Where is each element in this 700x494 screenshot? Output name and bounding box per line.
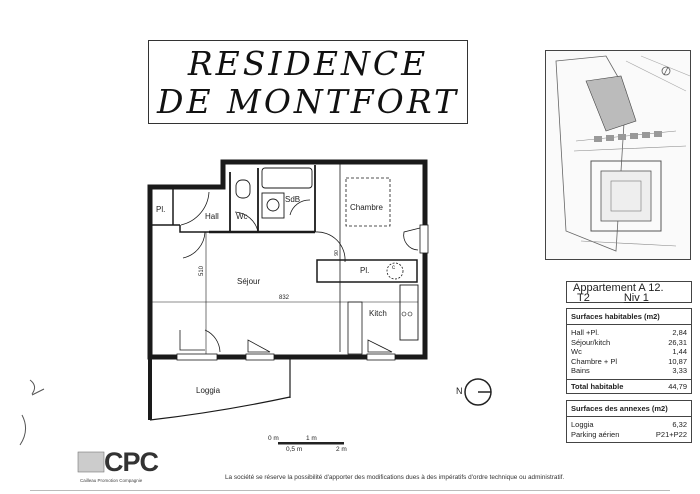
row-label: Bains — [571, 366, 590, 375]
table-row: Chambre + Pl 10,87 — [567, 357, 691, 367]
dimension-width: 832 — [279, 295, 290, 301]
apartment-level: Niv 1 — [623, 292, 649, 304]
room-label-sejour: Séjour — [237, 277, 261, 286]
row-value: 3,33 — [672, 366, 687, 375]
scale-bar — [278, 442, 344, 445]
handwritten-mark — [19, 379, 45, 446]
title-box: RESIDENCE DE MONTFORT — [148, 40, 468, 124]
title-line-1: RESIDENCE — [187, 44, 429, 83]
loggia-edge — [149, 396, 291, 421]
row-label: Parking aérien — [571, 429, 620, 439]
row-value: 1,44 — [672, 347, 687, 356]
dimension-height: 510 — [199, 265, 206, 277]
table-row: Loggia 6,32 — [567, 420, 691, 430]
disclaimer: La société se réserve la possibilité d'a… — [225, 474, 565, 481]
total-row: Total habitable 44,79 — [567, 378, 691, 393]
row-value: 10,87 — [668, 356, 687, 366]
table-row: Wc 1,44 — [567, 347, 691, 357]
surfaces-annexes-table: Surfaces des annexes (m2) Loggia 6,32 Par… — [566, 400, 692, 443]
logo-icon — [77, 451, 105, 473]
row-value: 2,84 — [672, 328, 687, 337]
logo-text: CPC — [104, 447, 159, 477]
scale-0: 0 m — [268, 435, 279, 442]
row-label: Loggia — [571, 420, 594, 429]
table-header: Surfaces des annexes (m2) — [567, 401, 691, 417]
row-label: Séjour/kitch — [571, 337, 611, 347]
table-row: Hall +Pl. 2,84 — [567, 328, 691, 338]
site-map — [545, 50, 691, 260]
table-row: Séjour/kitch 26,31 — [567, 338, 691, 348]
room-label-hall: Hall — [205, 212, 219, 221]
row-label: Wc — [571, 347, 582, 356]
row-value: 26,31 — [668, 337, 687, 347]
divider — [30, 490, 670, 491]
scale-half: 0,5 m — [286, 446, 303, 453]
apartment-name: Appartement A 12. — [573, 282, 664, 294]
room-label-c: c — [392, 265, 395, 271]
north-label: N — [456, 386, 463, 396]
room-label-kitch: Kitch — [369, 309, 387, 318]
room-label-pl: Pl. — [156, 205, 166, 214]
apartment-type: T2 — [577, 292, 590, 304]
table-row: Bains 3,33 — [567, 366, 691, 376]
total-value: 44,79 — [668, 381, 687, 391]
apartment-box: Appartement A 12. T2 Niv 1 — [566, 281, 692, 304]
logo-subtitle: Cailleau Promotion Compagnie — [80, 478, 143, 483]
row-label: Chambre + Pl — [571, 356, 618, 366]
room-label-wc: Wc — [236, 212, 248, 221]
room-label-loggia: Loggia — [196, 386, 221, 395]
total-label: Total habitable — [571, 381, 624, 391]
dimension-door: 90 — [333, 250, 340, 256]
row-label: Hall +Pl. — [571, 328, 600, 337]
table-row: Parking aérien P21+P22 — [567, 430, 691, 440]
site-plan-drawing — [555, 55, 691, 252]
row-value: P21+P22 — [655, 429, 687, 439]
row-value: 6,32 — [672, 420, 687, 429]
surfaces-habitables-table: Surfaces habitables (m2) Hall +Pl. 2,84 S… — [566, 308, 692, 394]
title-line-2: DE MONTFORT — [157, 82, 459, 121]
table-header: Surfaces habitables (m2) — [567, 309, 691, 325]
scale-1: 1 m — [306, 435, 317, 442]
room-label-chambre: Chambre — [350, 203, 383, 212]
room-label-sdb: SdB — [285, 195, 301, 204]
room-label-pl-chambre: Pl. — [360, 266, 370, 275]
site-north-icon — [661, 66, 671, 76]
scale-2: 2 m — [336, 446, 347, 453]
